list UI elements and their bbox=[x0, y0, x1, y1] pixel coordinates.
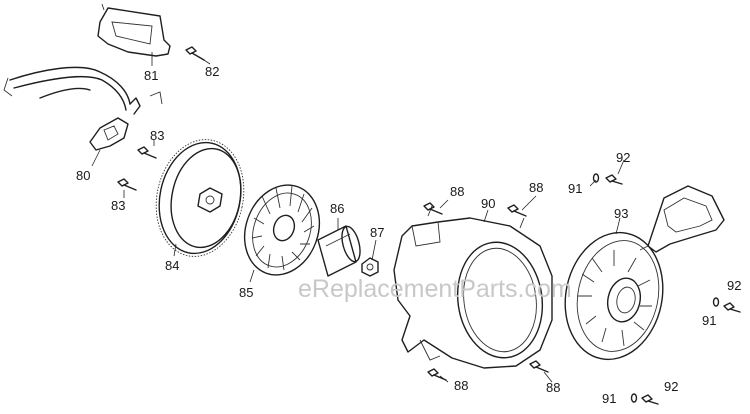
callout-labels: 81 82 80 83 83 84 85 86 87 88 88 88 88 9… bbox=[76, 64, 741, 406]
callout-92: 92 bbox=[616, 150, 630, 165]
callout-86: 86 bbox=[330, 201, 344, 216]
part-91-washer bbox=[592, 173, 600, 183]
part-82-screw bbox=[185, 46, 205, 61]
callout-80: 80 bbox=[76, 168, 90, 183]
part-81-bracket bbox=[97, 3, 171, 57]
callout-83: 83 bbox=[150, 128, 164, 143]
part-86-cup bbox=[317, 225, 361, 277]
part-91-washer bbox=[712, 297, 720, 307]
watermark: eReplacementParts.com bbox=[298, 275, 572, 303]
part-88-bolt bbox=[423, 202, 443, 215]
part-88-bolt bbox=[529, 360, 549, 373]
callout-91: 91 bbox=[568, 181, 582, 196]
part-91-washer bbox=[630, 393, 638, 403]
leader-lines bbox=[91, 52, 625, 383]
callout-83: 83 bbox=[111, 198, 125, 213]
callout-85: 85 bbox=[239, 285, 253, 300]
callout-92: 92 bbox=[664, 379, 678, 394]
callout-88: 88 bbox=[450, 184, 464, 199]
callout-88: 88 bbox=[454, 378, 468, 393]
part-85-fan bbox=[243, 184, 321, 276]
callout-81: 81 bbox=[144, 68, 158, 83]
part-87-nut bbox=[361, 257, 379, 277]
callout-92: 92 bbox=[727, 278, 741, 293]
part-92-screw bbox=[641, 394, 659, 405]
callout-91: 91 bbox=[602, 391, 616, 406]
part-88-bolt bbox=[507, 204, 527, 217]
callout-84: 84 bbox=[165, 258, 179, 273]
callout-91: 91 bbox=[702, 313, 716, 328]
callout-90: 90 bbox=[481, 196, 495, 211]
part-80-ignition-coil bbox=[3, 66, 163, 151]
part-83-bolt bbox=[137, 146, 157, 159]
part-93-recoil-starter bbox=[564, 231, 664, 361]
callout-87: 87 bbox=[370, 225, 384, 240]
part-83-bolt bbox=[117, 178, 137, 191]
part-92-screw bbox=[723, 302, 741, 313]
callout-82: 82 bbox=[205, 64, 219, 79]
part-84-flywheel bbox=[155, 139, 245, 257]
callout-93: 93 bbox=[614, 206, 628, 221]
part-92-screw bbox=[605, 174, 623, 185]
callout-88: 88 bbox=[546, 380, 560, 395]
callout-88: 88 bbox=[529, 180, 543, 195]
starter-handle bbox=[639, 185, 725, 253]
